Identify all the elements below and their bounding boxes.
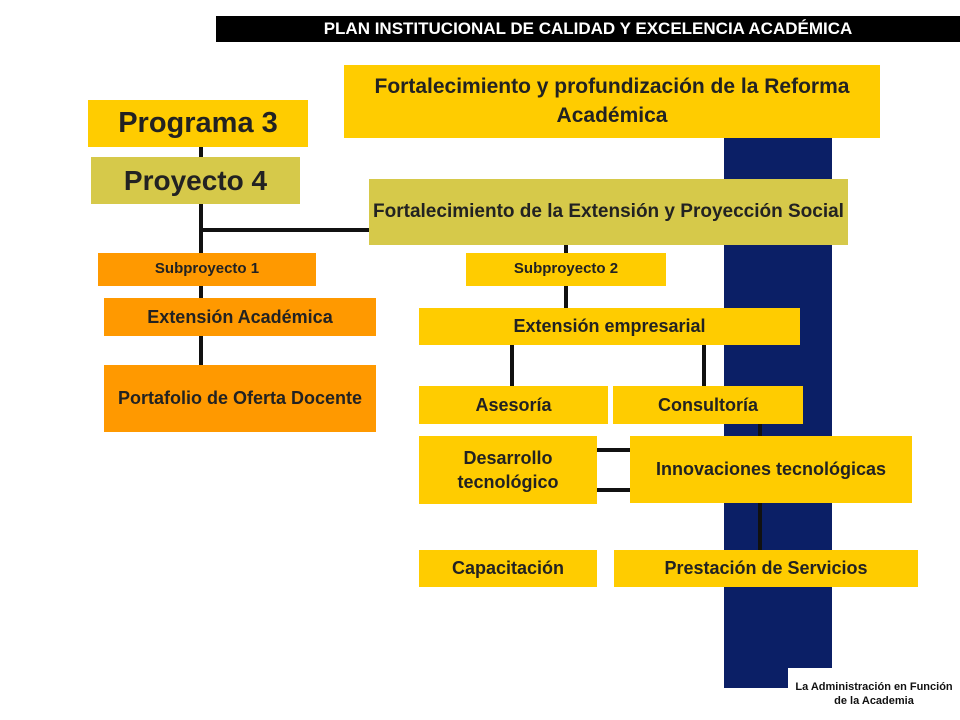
consultoria-box: Consultoría: [613, 386, 803, 424]
extension-empresarial-box: Extensión empresarial: [419, 308, 800, 345]
connector-line: [596, 488, 630, 492]
proyecto-label: Proyecto 4: [91, 157, 300, 204]
connector-line: [758, 420, 762, 436]
desarrollo-tecnologico-box: Desarrollo tecnológico: [419, 436, 597, 504]
capacitacion-box: Capacitación: [419, 550, 597, 587]
subproyecto-1-label: Subproyecto 1: [98, 253, 316, 286]
asesoria-box: Asesoría: [419, 386, 608, 424]
reforma-academica-box: Fortalecimiento y profundización de la R…: [344, 65, 880, 138]
connector-line: [702, 344, 706, 386]
footer-note: La Administración en Función de la Acade…: [788, 668, 960, 720]
extension-academica-box: Extensión Académica: [104, 298, 376, 336]
portafolio-oferta-docente-box: Portafolio de Oferta Docente: [104, 365, 376, 432]
programa-label: Programa 3: [88, 100, 308, 147]
prestacion-servicios-box: Prestación de Servicios: [614, 550, 918, 587]
connector-line: [758, 503, 762, 550]
header-title: PLAN INSTITUCIONAL DE CALIDAD Y EXCELENC…: [216, 16, 960, 42]
subproyecto-2-label: Subproyecto 2: [466, 253, 666, 286]
innovaciones-tecnologicas-box: Innovaciones tecnológicas: [630, 436, 912, 503]
connector-line: [596, 448, 630, 452]
connector-line: [510, 344, 514, 386]
connector-line: [199, 228, 371, 232]
proyecto-title-box: Fortalecimiento de la Extensión y Proyec…: [369, 179, 848, 245]
